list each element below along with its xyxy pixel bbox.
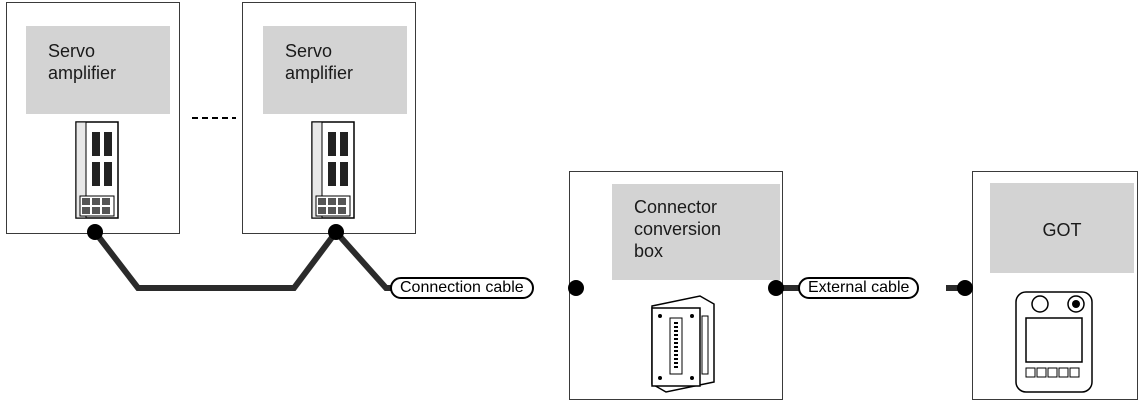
servo-amplifier-2-line2: amplifier — [285, 63, 354, 83]
got-device-drawing — [1015, 291, 1093, 393]
connector-box-line1: Connector — [634, 197, 718, 217]
connector-box-left-dot — [568, 280, 584, 296]
connector-box-line3: box — [634, 241, 664, 261]
external-cable-label: External cable — [798, 277, 920, 299]
servo-amplifier-1-line1: Servo — [48, 41, 96, 61]
inter-amplifier-cable — [92, 230, 339, 291]
servo-2-port-dot — [328, 224, 344, 240]
connection-cable-label: Connection cable — [390, 277, 534, 299]
connector-box-right-dot — [768, 280, 784, 296]
connector-box-line2: conversion — [634, 219, 722, 239]
servo-amplifier-2-drawing — [311, 121, 355, 219]
servo-amplifier-2-label: Servo amplifier — [263, 26, 407, 114]
servo-amplifier-2-line1: Servo — [285, 41, 333, 61]
servo-1-port-dot — [87, 224, 103, 240]
connector-box-label: Connector conversion box — [612, 184, 780, 280]
servo-amplifier-1-drawing — [75, 121, 119, 219]
servo-amplifier-1-line2: amplifier — [48, 63, 117, 83]
connection-cable-line — [333, 230, 398, 291]
connector-conversion-box-drawing — [651, 295, 715, 393]
servo-amplifier-1-label: Servo amplifier — [26, 26, 170, 114]
got-label-text: GOT — [1042, 220, 1082, 240]
got-label: GOT — [990, 183, 1134, 273]
got-port-dot — [957, 280, 973, 296]
